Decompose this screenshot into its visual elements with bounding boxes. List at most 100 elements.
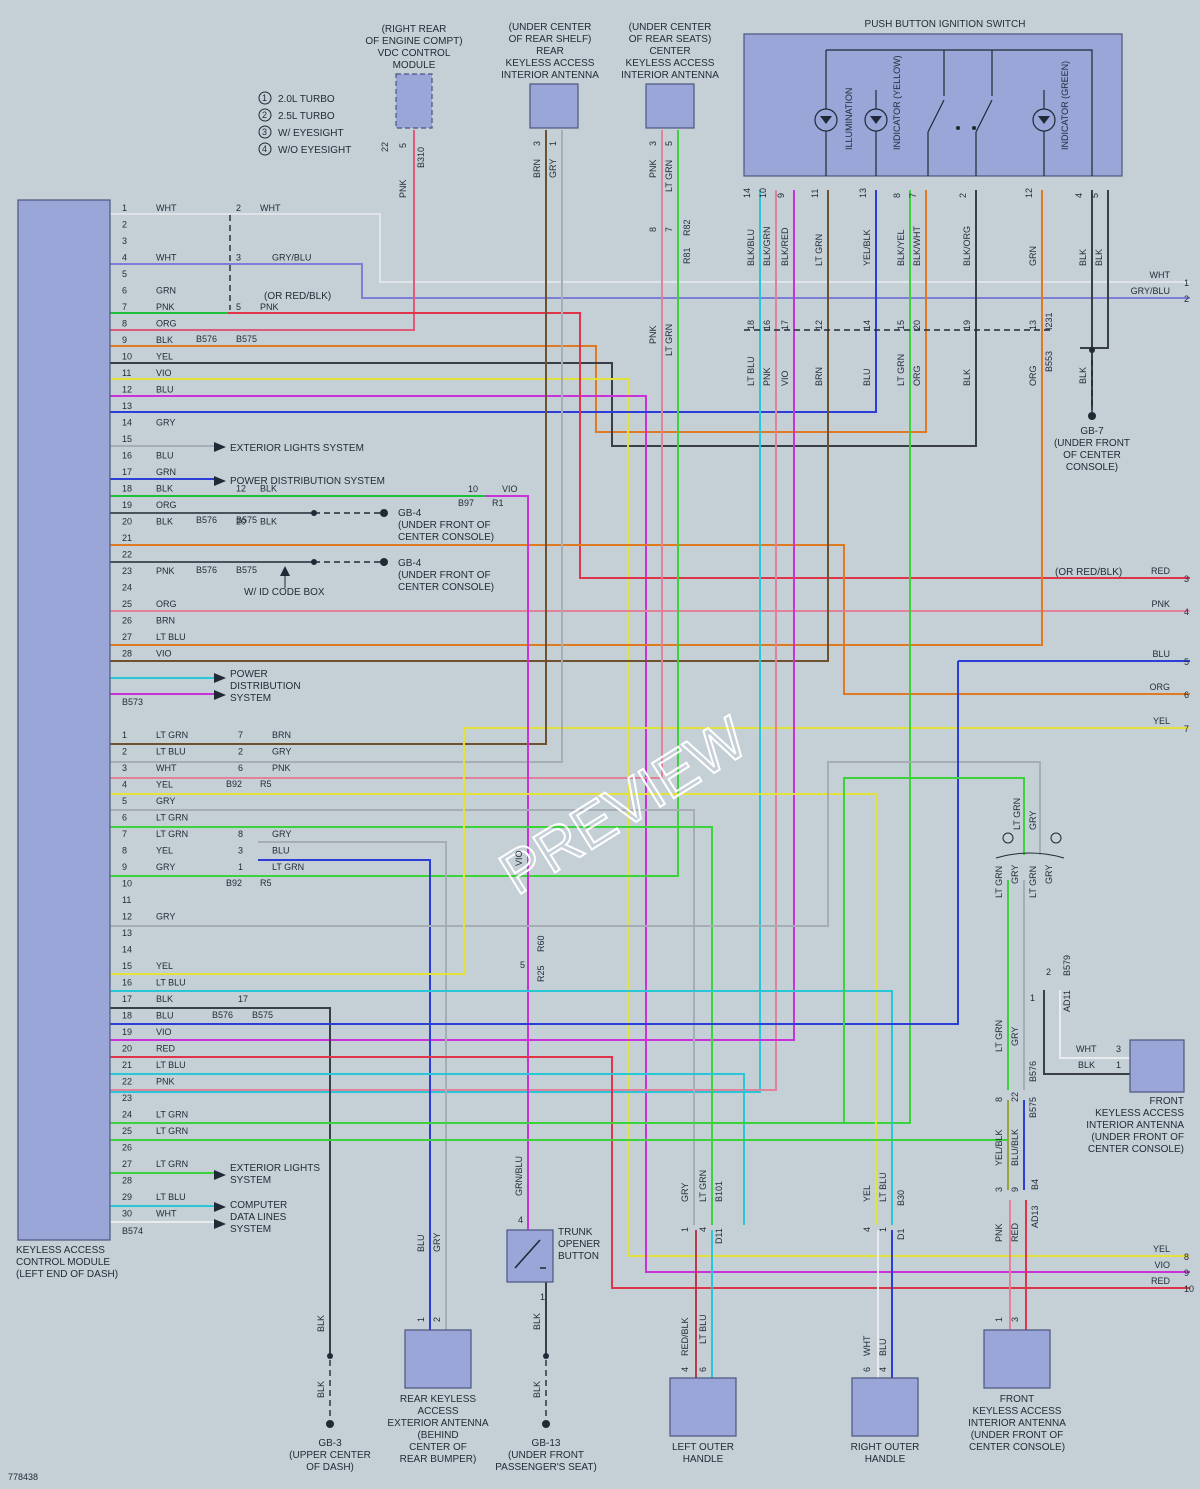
top-pin-mate-7: 5 — [236, 302, 241, 312]
wire-org-19 — [110, 544, 1190, 695]
ref-or-red-blk-top: (OR RED/BLK) — [264, 291, 331, 302]
bottom-pin-num-1: 1 — [122, 730, 127, 740]
bottom-pin-color-3: WHT — [156, 763, 177, 773]
gb4b-label-3: CENTER CONSOLE) — [398, 582, 494, 593]
bottom-pin-num-28: 28 — [122, 1176, 132, 1186]
top-pin-num-26: 26 — [122, 616, 132, 626]
bottom-pin-mate-2: 2 — [238, 747, 243, 757]
legend-text-3: W/ EYESIGHT — [278, 128, 344, 139]
top-pin-num-16: 16 — [122, 451, 132, 461]
front-pin-3b: 3 — [1010, 1317, 1020, 1322]
conn-b576-a: B576 — [196, 334, 217, 344]
top-pin-num-2: 2 — [122, 220, 127, 230]
ign-pin-mate-10: 16 — [762, 320, 772, 330]
wire-ltgrn-b7 — [110, 826, 713, 1225]
wire-brn-26 — [110, 190, 829, 662]
rear-ext-label-5: CENTER OF — [409, 1442, 467, 1453]
center-antenna-label-4: KEYLESS ACCESS — [626, 58, 715, 69]
conn-b579: B579 — [1062, 955, 1072, 976]
rear-ext-wire-blu: BLU — [416, 1234, 426, 1252]
bottom-pin-num-13: 13 — [122, 928, 132, 938]
indicator-green-diode-icon — [1038, 116, 1050, 124]
wire-blu-12 — [110, 190, 877, 413]
front-right-label-3: INTERIOR ANTENNA — [1086, 1120, 1184, 1131]
top-pin-num-23: 23 — [122, 566, 132, 576]
bottom-pin-num-18: 18 — [122, 1011, 132, 1021]
r1-pin-10: 10 — [468, 484, 478, 494]
wire-blu-b18 — [110, 661, 959, 1025]
vdc-pin-5: 5 — [398, 143, 408, 148]
front-bottom-label-2: KEYLESS ACCESS — [973, 1406, 1062, 1417]
conn-d1: D1 — [896, 1228, 906, 1240]
top-pin-num-28: 28 — [122, 649, 132, 659]
vio-descend-label: VIO — [514, 850, 524, 866]
rear-ext-pin-1: 1 — [416, 1317, 426, 1322]
rear-ant-pin-1: 1 — [548, 141, 558, 146]
bottom-pin-color-12: GRY — [156, 912, 175, 922]
bottom-pin-color-6: LT GRN — [156, 813, 188, 823]
conn-b101: B101 — [714, 1181, 724, 1202]
gb13-label-1: GB-13 — [532, 1438, 561, 1449]
ground-dot-gb3 — [327, 1353, 333, 1359]
front-wire-red: RED — [1010, 1222, 1020, 1242]
bottom-pin-color-2: LT BLU — [156, 747, 186, 757]
center-interior-antenna-box — [645, 83, 695, 129]
gb13-label-3: PASSENGER'S SEAT) — [495, 1462, 597, 1473]
conn-ad13: AD13 — [1030, 1205, 1040, 1228]
trunk-wire-blk-2: BLK — [532, 1381, 542, 1398]
rear-ext-label-1: REAR KEYLESS — [400, 1394, 476, 1405]
ign-pin-num-10: 10 — [758, 188, 768, 198]
top-pin-color-11: VIO — [156, 368, 172, 378]
right-handle-pin-4: 4 — [862, 1227, 872, 1232]
ign-illumination-label: ILLUMINATION — [844, 88, 854, 150]
top-pin-num-24: 24 — [122, 583, 132, 593]
ref-power-dist: POWER DISTRIBUTION SYSTEM — [230, 476, 385, 487]
wire-blk-b17 — [110, 1007, 331, 1355]
ign-pin-mate-12: 13 — [1028, 320, 1038, 330]
bottom-pin-mate-8: 3 — [238, 846, 243, 856]
bottom-pin-num-2: 2 — [122, 747, 127, 757]
top-pin-color-12: BLU — [156, 385, 174, 395]
right-pin-color-5: BLU — [1152, 649, 1170, 659]
ign-pin-mate-8: 15 — [896, 320, 906, 330]
ign-pin-num-4: 4 — [1074, 193, 1084, 198]
top-pin-color-18: BLK — [156, 484, 173, 494]
wire-gry-b7 — [258, 841, 447, 1330]
wire-org-25 — [110, 190, 1043, 646]
ign-pin-matecolor-10: PNK — [762, 367, 772, 386]
front-bottom-label-1: FRONT — [1000, 1394, 1034, 1405]
ref-power-dist-ml-1: POWER — [230, 669, 268, 680]
bottom-pin-num-29: 29 — [122, 1192, 132, 1202]
gb4a-label-2: (UNDER FRONT OF — [398, 520, 491, 531]
ground-dot-gb13 — [543, 1353, 549, 1359]
right-pin-color-4: PNK — [1151, 599, 1170, 609]
bottom-pin-color-30: WHT — [156, 1209, 177, 1219]
bottom-pin-color-27: LT GRN — [156, 1159, 188, 1169]
ign-dot-1 — [956, 126, 960, 130]
wire-yel-10 — [110, 378, 1190, 1257]
front-right-label-5: CENTER CONSOLE) — [1088, 1144, 1184, 1155]
right-handle-wire-ltblu: LT BLU — [878, 1172, 888, 1202]
conn-b30: B30 — [896, 1190, 906, 1206]
conn-i231: I231 — [1044, 312, 1054, 330]
top-pin-color-27: LT BLU — [156, 632, 186, 642]
top-pin-num-12: 12 — [122, 385, 132, 395]
conn-r5-b: R5 — [260, 878, 272, 888]
right-pin-num-2: 2 — [1184, 294, 1189, 304]
top-pin-matecolor-20: BLK — [260, 517, 277, 527]
left-handle-wire-ltblu: LT BLU — [698, 1314, 708, 1344]
trunk-label-2: OPENER — [558, 1239, 600, 1250]
front-right-wire-wht: WHT — [1076, 1044, 1097, 1054]
conn-b576-d: B576 — [212, 1010, 233, 1020]
arrow-ext-lights — [214, 442, 226, 452]
top-pin-num-3: 3 — [122, 236, 127, 246]
ign-pin-mate-2: 19 — [962, 320, 972, 330]
wire-ltgrn-b25 — [110, 1100, 1009, 1141]
arrow-computer-1 — [214, 1202, 226, 1212]
top-pin-color-8: ORG — [156, 319, 177, 329]
conn-b97: B97 — [458, 498, 474, 508]
wire-yel-b15 — [110, 728, 465, 975]
conn-b574: B574 — [122, 1226, 143, 1236]
